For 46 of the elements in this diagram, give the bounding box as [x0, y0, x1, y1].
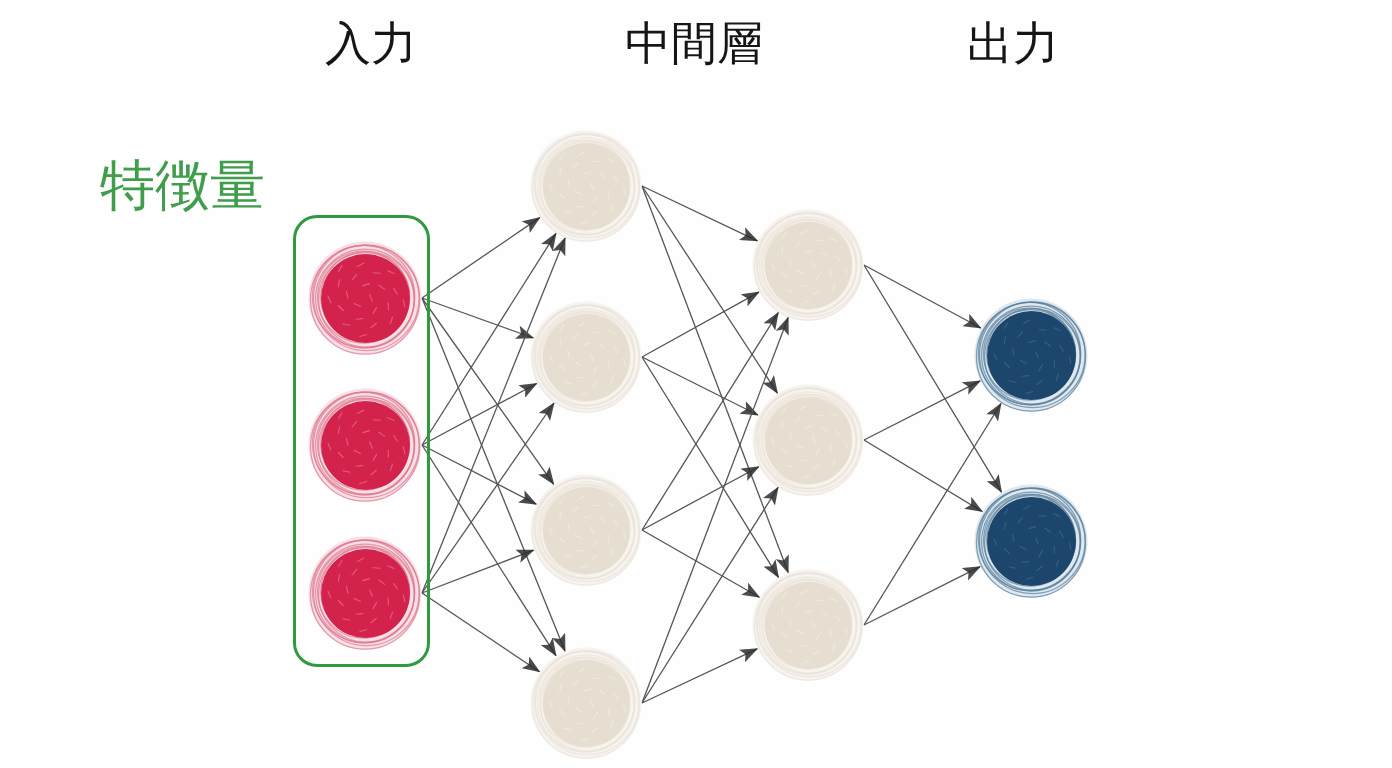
arrow — [421, 382, 538, 446]
arrow — [641, 291, 760, 358]
arrow — [641, 311, 779, 531]
column-heading: 中間層 — [625, 20, 763, 66]
neuron-circle — [530, 647, 642, 759]
arrow — [421, 592, 541, 673]
neuron-circle — [974, 484, 1088, 598]
arrow — [863, 380, 982, 441]
neuron-circle — [530, 301, 642, 413]
neuron-circle — [530, 130, 642, 242]
arrow — [863, 439, 984, 513]
neuron-circle — [752, 569, 864, 681]
arrow — [641, 185, 759, 242]
neuron-circle — [308, 536, 422, 650]
arrow — [641, 316, 789, 704]
column-heading: 出力 — [967, 20, 1059, 66]
neuron-circle — [308, 241, 422, 355]
arrow — [641, 486, 779, 704]
arrow — [421, 444, 538, 505]
arrow — [641, 185, 779, 394]
neuron-circle — [752, 209, 864, 321]
arrow — [641, 648, 759, 704]
arrow — [641, 466, 760, 531]
arrow — [421, 216, 541, 299]
arrow — [421, 549, 535, 594]
arrow — [421, 402, 555, 594]
arrow — [863, 264, 1003, 494]
arrow — [421, 297, 566, 653]
neuron-circle — [974, 298, 1088, 412]
neuron-circle — [530, 474, 642, 586]
arrow — [641, 185, 789, 574]
arrow — [863, 402, 1002, 626]
arrow — [863, 565, 981, 626]
neuron-circle — [308, 388, 422, 502]
arrow — [421, 236, 566, 594]
arrow — [421, 444, 557, 657]
arrow — [863, 264, 982, 329]
arrow — [641, 356, 759, 416]
arrow — [421, 297, 555, 486]
neuron-circle — [752, 384, 864, 496]
group-heading: 特徴量 — [100, 158, 265, 213]
arrow — [421, 232, 557, 446]
column-heading: 入力 — [325, 20, 417, 66]
arrow — [641, 529, 761, 598]
arrow — [641, 356, 780, 579]
arrow — [421, 297, 535, 339]
